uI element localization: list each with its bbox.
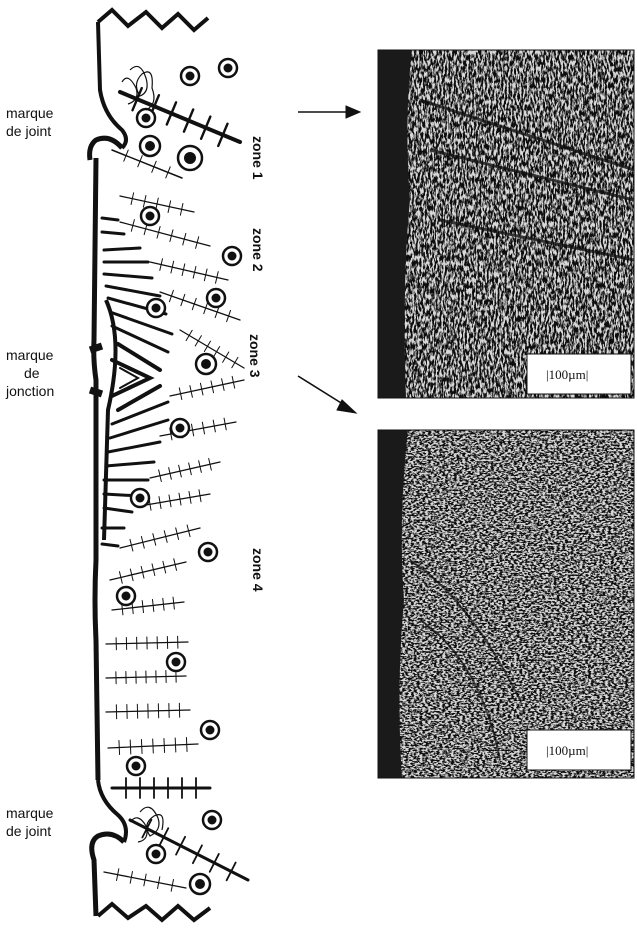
nodule [203, 811, 221, 829]
junction-notch-bottom [90, 390, 102, 394]
nodule [171, 419, 189, 437]
junction-label-2: de [24, 365, 40, 381]
nodule [131, 489, 149, 507]
zone-1-label: zone 1 [250, 136, 266, 180]
zone-4-label: zone 4 [250, 548, 266, 592]
joint-label-top-2: de joint [6, 123, 51, 139]
dendrite [150, 458, 220, 481]
label-group: marque de joint marque de jonction marqu… [5, 105, 266, 839]
nodule [167, 653, 185, 671]
dendrite [140, 490, 210, 510]
scale-bar-label-bottom: |100µm| [546, 743, 588, 758]
nodule [117, 587, 135, 605]
seam-wall [94, 158, 98, 780]
joint-label-bottom-2: de joint [6, 823, 51, 839]
nodule [181, 67, 199, 85]
dendrite [160, 290, 240, 321]
zone-3-label: zone 3 [247, 334, 263, 378]
nodule [137, 109, 155, 127]
dendrite-group [104, 88, 248, 891]
junction-label-1: marque [6, 347, 54, 363]
scale-bar-label-top: |100µm| [546, 367, 588, 382]
junction-label-3: jonction [5, 383, 54, 399]
nodule [207, 289, 225, 307]
nodule [147, 845, 165, 863]
nodule [140, 136, 160, 156]
joint-label-bottom-1: marque [6, 805, 54, 821]
pointer-arrows [298, 106, 360, 413]
nodule [199, 543, 217, 561]
nodule [127, 757, 145, 775]
dendrite [120, 220, 210, 249]
scribble-marks [122, 66, 163, 842]
junction-notch-top [90, 346, 102, 350]
dendrite [112, 778, 210, 798]
dendrite [150, 259, 228, 284]
dendrite [106, 636, 188, 649]
nodule [196, 354, 216, 374]
nodule [147, 299, 165, 317]
arrow-zone-1-head [346, 106, 360, 118]
top-joint-hook [90, 138, 122, 160]
nodule [223, 247, 241, 265]
nodule [178, 146, 202, 170]
top-joint-wall [98, 22, 126, 148]
dendrite [106, 703, 190, 718]
seam-wall-inner [104, 300, 116, 540]
zigzag-top [98, 10, 208, 30]
dendrite [170, 376, 244, 399]
nodule [201, 721, 219, 739]
nodule [219, 59, 237, 77]
dendrite [108, 738, 198, 755]
micrograph-bottom: |100µm| [378, 430, 634, 778]
nodule [190, 874, 210, 894]
nodule-group [117, 59, 241, 894]
dendrite [120, 525, 200, 551]
joint-label-top-1: marque [6, 105, 54, 121]
dendrite [106, 670, 186, 683]
nodule [141, 207, 159, 225]
zigzag-bottom [98, 904, 210, 920]
dendrite [104, 869, 186, 891]
dendrite [110, 559, 186, 584]
zone-2-label: zone 2 [250, 228, 266, 272]
micrograph-top: |100µm| [378, 50, 634, 398]
arrow-zone-3 [298, 376, 346, 406]
